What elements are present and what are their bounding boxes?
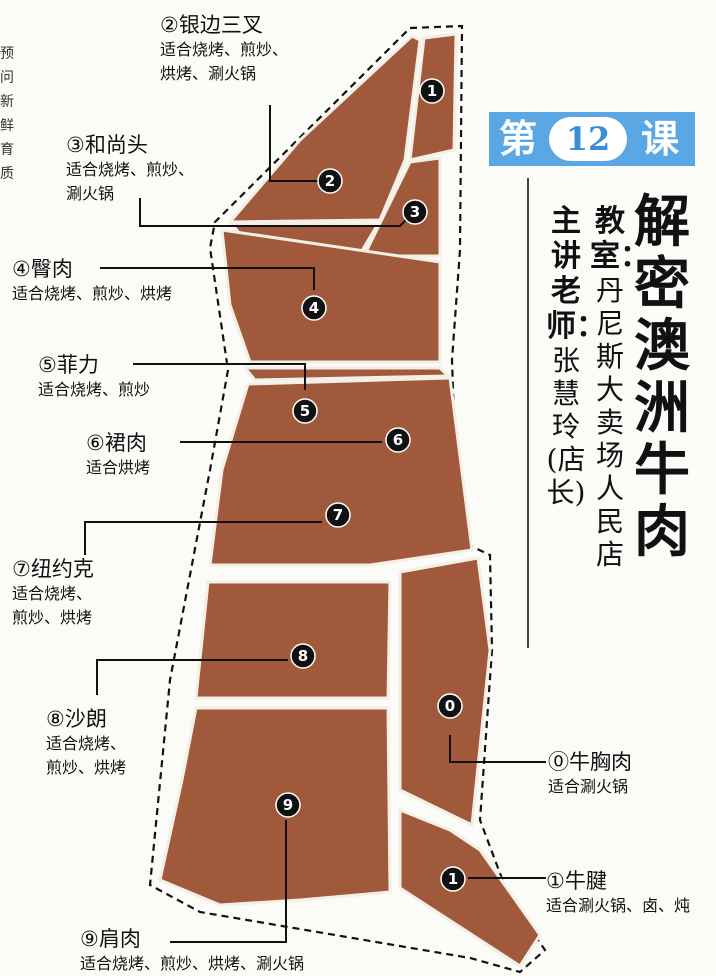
label-tenderloin: ⑤菲力 适合烧烤、煎炒	[38, 353, 151, 399]
cut-4-rump	[220, 228, 442, 364]
map-marker-8: 8	[290, 643, 316, 669]
venue-column: 教室： 丹尼斯大卖场人民店	[590, 204, 650, 571]
clipped-left-text: 预问 新鲜 育质	[0, 46, 14, 182]
svg-text:7: 7	[333, 506, 343, 524]
leader-8	[96, 659, 288, 695]
main-title: 解密澳洲牛肉	[634, 190, 690, 565]
svg-text:3: 3	[410, 203, 420, 221]
cut-8-sirloin	[194, 580, 392, 700]
leader-0	[449, 735, 546, 763]
cut-5-tenderloin	[241, 366, 452, 382]
svg-text:0: 0	[445, 697, 455, 715]
map-marker-1-top: 1	[419, 78, 445, 104]
label-flank: ⑥裙肉 适合烘烤	[86, 431, 151, 477]
map-marker-0: 0	[437, 693, 463, 719]
cut-1-shank-bottom	[398, 807, 542, 969]
cut-6-7-flank-striploin	[208, 376, 474, 567]
leader-9	[170, 820, 287, 943]
svg-text:1: 1	[427, 82, 437, 100]
lesson-number: 12	[549, 117, 627, 161]
svg-text:6: 6	[393, 431, 403, 449]
map-marker-1-bottom: 1	[440, 866, 466, 892]
map-marker-6: 6	[385, 427, 411, 453]
svg-text:8: 8	[298, 647, 308, 665]
lesson-badge: 第 12 课	[489, 112, 695, 166]
label-silverside: ②银边三叉 适合烧烤、煎炒、 烘烤、涮火锅	[160, 13, 289, 83]
map-marker-7: 7	[325, 502, 351, 528]
label-chuck: ⑨肩肉 适合烧烤、煎炒、烘烤、涮火锅	[80, 927, 305, 973]
header-divider	[527, 178, 529, 648]
map-marker-5: 5	[292, 398, 318, 424]
leader-5	[133, 363, 306, 390]
leader-2	[269, 105, 330, 182]
map-marker-2: 2	[317, 168, 343, 194]
lecturer-column: 主讲老师： 张慧玲(店长)	[546, 204, 606, 509]
leader-7	[84, 521, 322, 555]
svg-text:9: 9	[283, 796, 293, 814]
label-rump: ④臀肉 适合烧烤、煎炒、烘烤	[12, 257, 173, 303]
leader-4	[100, 267, 315, 290]
label-brisket: ⓪牛胸肉 适合涮火锅	[548, 750, 632, 796]
svg-text:2: 2	[325, 172, 335, 190]
map-marker-4: 4	[301, 295, 327, 321]
cut-0-brisket	[398, 556, 492, 828]
map-marker-3: 3	[402, 199, 428, 225]
label-knuckle: ③和尚头 适合烧烤、煎炒、 涮火锅	[66, 133, 195, 203]
cut-9-shoulder	[158, 706, 392, 907]
label-sirloin: ⑧沙朗 适合烧烤、 煎炒、烘烤	[46, 707, 127, 777]
label-shin: ①牛腱 适合涮火锅、卤、炖	[546, 869, 691, 915]
svg-text:5: 5	[300, 402, 310, 420]
svg-text:1: 1	[448, 870, 458, 888]
label-striploin: ⑦纽约克 适合烧烤、 煎炒、烘烤	[12, 557, 94, 627]
svg-text:4: 4	[309, 299, 319, 317]
map-marker-9: 9	[275, 792, 301, 818]
